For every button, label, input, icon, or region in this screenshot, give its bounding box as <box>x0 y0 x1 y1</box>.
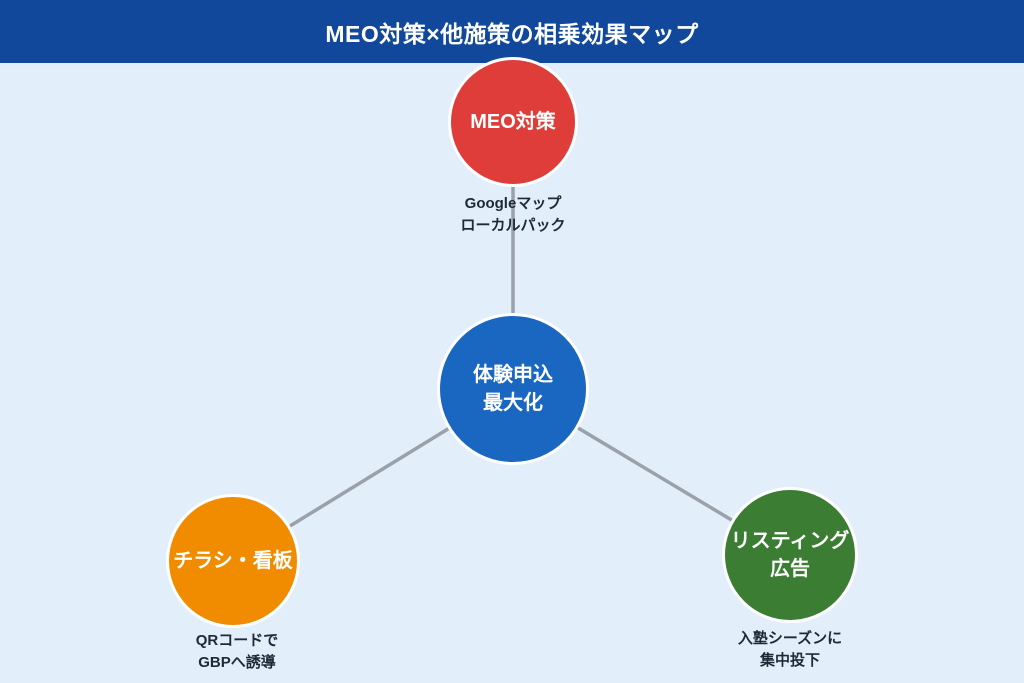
node-listing-note: 入塾シーズンに 集中投下 <box>680 628 900 672</box>
node-center-circle: 体験申込 最大化 <box>437 313 589 465</box>
node-listing-note-line2: 集中投下 <box>759 652 820 669</box>
node-flyer-circle: チラシ・看板 <box>166 494 300 628</box>
node-flyer-label: チラシ・看板 <box>173 550 293 572</box>
node-flyer-note: QRコードで GBPへ誘導 <box>127 630 347 674</box>
node-meo-note-line2: ローカルパック <box>460 217 566 234</box>
node-listing-circle: リスティング 広告 <box>722 487 858 623</box>
page-title: MEO対策×他施策の相乗効果マップ <box>325 20 699 47</box>
node-listing-note-line1: 入塾シーズンに <box>737 630 843 647</box>
node-meo-note: Googleマップ ローカルパック <box>403 193 623 237</box>
node-listing-label-line1: リスティング <box>730 530 850 552</box>
node-flyer-note-line1: QRコードで <box>195 632 279 649</box>
node-flyer-note-line2: GBPへ誘導 <box>198 654 276 671</box>
page-header: MEO対策×他施策の相乗効果マップ <box>0 0 1024 63</box>
node-center-label-line1: 体験申込 <box>473 364 553 386</box>
node-meo-circle: MEO対策 <box>448 57 578 187</box>
node-meo-label: MEO対策 <box>470 111 556 133</box>
node-listing-label-line2: 広告 <box>770 558 810 580</box>
node-meo-note-line1: Googleマップ <box>464 195 562 212</box>
node-center-label-line2: 最大化 <box>483 392 543 414</box>
